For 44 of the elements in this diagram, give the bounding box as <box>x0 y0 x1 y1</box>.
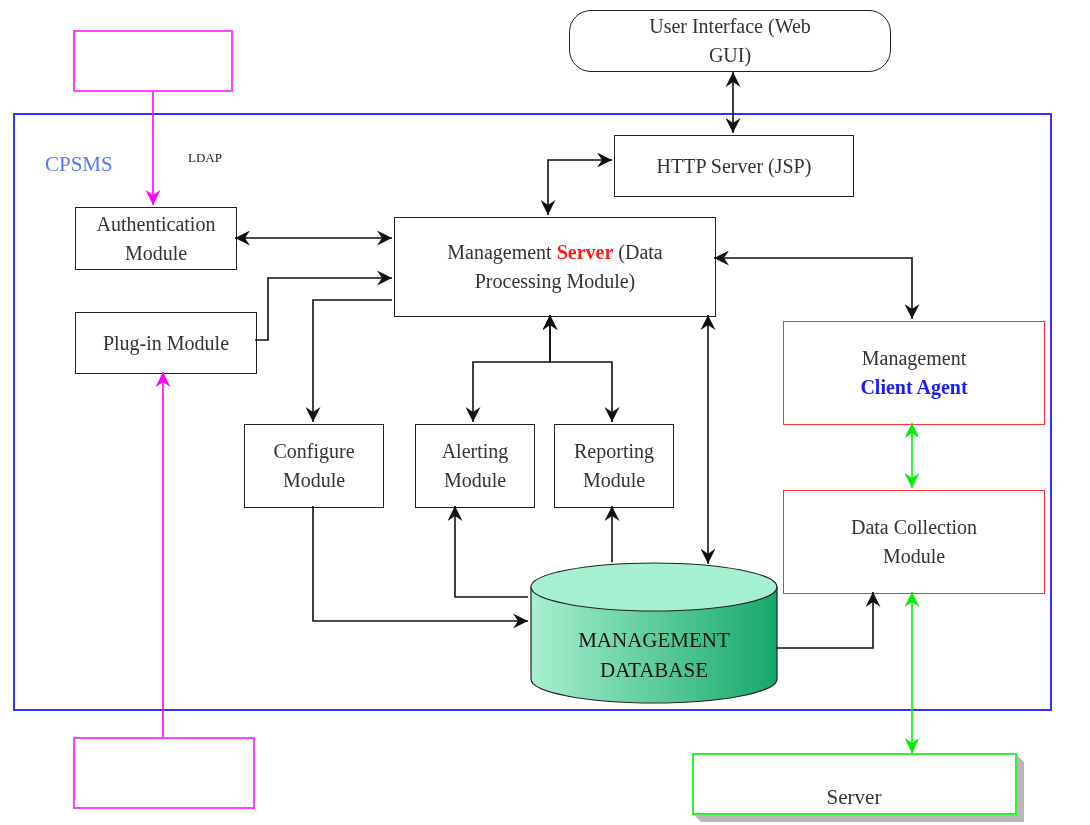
node-label: Configure Module <box>272 439 356 493</box>
arrow <box>155 371 171 738</box>
arrow <box>234 230 393 246</box>
arrow <box>604 505 620 564</box>
arrow <box>305 299 393 423</box>
arrow <box>542 314 620 423</box>
rounded-box <box>569 10 891 72</box>
arrow <box>540 152 613 216</box>
node-label: CPSMS <box>45 152 113 176</box>
module-box <box>75 207 237 270</box>
node-label: MANAGEMENT DATABASE <box>577 626 731 684</box>
module-box <box>75 312 257 374</box>
arrow <box>713 250 920 320</box>
module-box <box>783 321 1045 425</box>
node-label: Management Client Agent <box>859 346 969 401</box>
module-box <box>554 424 674 508</box>
node-label: Management Server (Data Processing Module) <box>446 240 664 295</box>
module-box <box>394 217 716 317</box>
arrow <box>312 505 529 629</box>
node-label: User Interface (Web GUI) <box>648 14 812 69</box>
node-label: Plug-in Module <box>102 330 230 357</box>
node-label: HTTP Server (JSP) <box>656 153 812 180</box>
server-box <box>692 753 1025 823</box>
node-label: Data Collection Module <box>849 515 979 569</box>
node-label: Server <box>826 783 882 811</box>
system-boundary <box>13 113 1052 711</box>
arrow <box>775 591 881 649</box>
node-label: Alerting Module <box>440 439 510 493</box>
module-box <box>415 424 535 508</box>
arrow <box>254 270 393 341</box>
arrow <box>700 314 716 565</box>
node-label: Reporting Module <box>573 439 655 493</box>
module-box <box>783 490 1045 594</box>
arrow <box>447 505 529 598</box>
empty-box <box>73 30 233 92</box>
database-cylinder <box>530 562 778 704</box>
empty-box <box>73 737 255 809</box>
node-label: Authentication Module <box>95 211 217 266</box>
module-box <box>614 135 854 197</box>
module-box <box>244 424 384 508</box>
arrow <box>904 591 920 754</box>
arrow <box>725 71 741 134</box>
arrow <box>145 91 161 206</box>
arrow <box>904 422 920 489</box>
